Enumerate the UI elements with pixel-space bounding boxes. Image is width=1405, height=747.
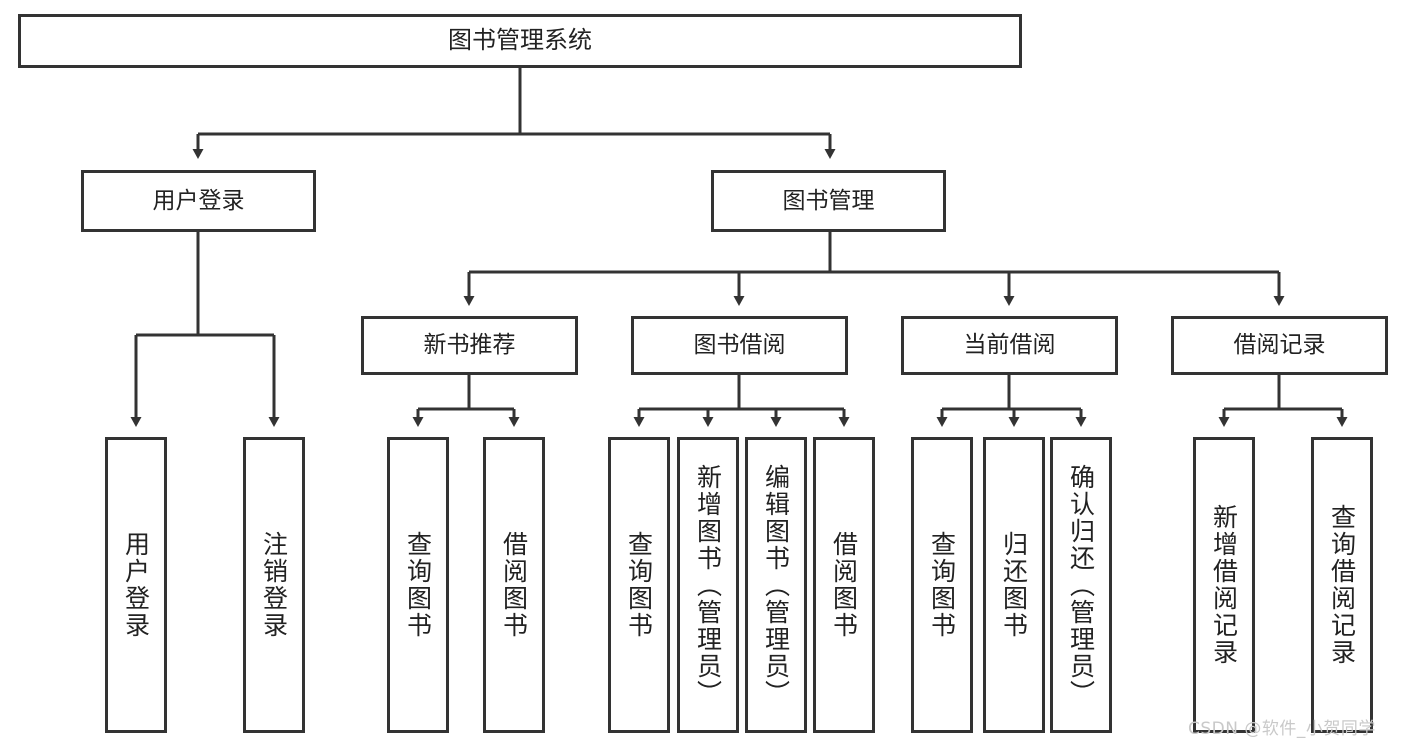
leaf-logout[interactable]: 注销登录 — [243, 437, 305, 733]
node-book-borrow[interactable]: 图书借阅 — [631, 316, 848, 375]
node-root[interactable]: 图书管理系统 — [18, 14, 1022, 68]
watermark: CSDN @软件_小贺同学 — [1188, 719, 1376, 739]
node-new-book-recommend[interactable]: 新书推荐 — [361, 316, 578, 375]
leaf-return-book[interactable]: 归还图书 — [983, 437, 1045, 733]
leaf-add-record-label: 新增借阅记录 — [1209, 504, 1239, 666]
leaf-return-book-label: 归还图书 — [999, 531, 1029, 639]
leaf-confirm-return-label: 确认归还（管理员） — [1066, 463, 1096, 707]
leaf-user-login-label: 用户登录 — [121, 531, 151, 639]
leaf-add-book[interactable]: 新增图书（管理员） — [677, 437, 739, 733]
leaf-borrow-book-label: 借阅图书 — [829, 531, 859, 639]
leaf-borrow-book-recommend[interactable]: 借阅图书 — [483, 437, 545, 733]
leaf-query-record[interactable]: 查询借阅记录 — [1311, 437, 1373, 733]
leaf-user-login[interactable]: 用户登录 — [105, 437, 167, 733]
leaf-query-book-borrow[interactable]: 查询图书 — [608, 437, 670, 733]
leaf-borrow-book-recommend-label: 借阅图书 — [499, 531, 529, 639]
leaf-edit-book[interactable]: 编辑图书（管理员） — [745, 437, 807, 733]
node-book-manage-label: 图书管理 — [782, 187, 875, 214]
node-user-login[interactable]: 用户登录 — [81, 170, 316, 232]
node-borrow-record[interactable]: 借阅记录 — [1171, 316, 1388, 375]
leaf-logout-label: 注销登录 — [259, 531, 289, 639]
leaf-query-book-current-label: 查询图书 — [927, 531, 957, 639]
node-borrow-record-label: 借阅记录 — [1233, 332, 1326, 359]
node-root-label: 图书管理系统 — [448, 26, 592, 55]
leaf-add-record[interactable]: 新增借阅记录 — [1193, 437, 1255, 733]
leaf-add-book-label: 新增图书（管理员） — [693, 463, 723, 707]
leaf-query-record-label: 查询借阅记录 — [1327, 504, 1357, 666]
node-current-borrow-label: 当前借阅 — [963, 332, 1056, 359]
node-user-login-label: 用户登录 — [152, 187, 245, 214]
node-new-book-recommend-label: 新书推荐 — [423, 332, 516, 359]
leaf-edit-book-label: 编辑图书（管理员） — [761, 463, 791, 707]
leaf-query-book-current[interactable]: 查询图书 — [911, 437, 973, 733]
leaf-query-book-recommend-label: 查询图书 — [403, 531, 433, 639]
node-book-borrow-label: 图书借阅 — [693, 332, 786, 359]
leaf-query-book-borrow-label: 查询图书 — [624, 531, 654, 639]
leaf-query-book-recommend[interactable]: 查询图书 — [387, 437, 449, 733]
leaf-confirm-return[interactable]: 确认归还（管理员） — [1050, 437, 1112, 733]
leaf-borrow-book[interactable]: 借阅图书 — [813, 437, 875, 733]
node-book-manage[interactable]: 图书管理 — [711, 170, 946, 232]
node-current-borrow[interactable]: 当前借阅 — [901, 316, 1118, 375]
